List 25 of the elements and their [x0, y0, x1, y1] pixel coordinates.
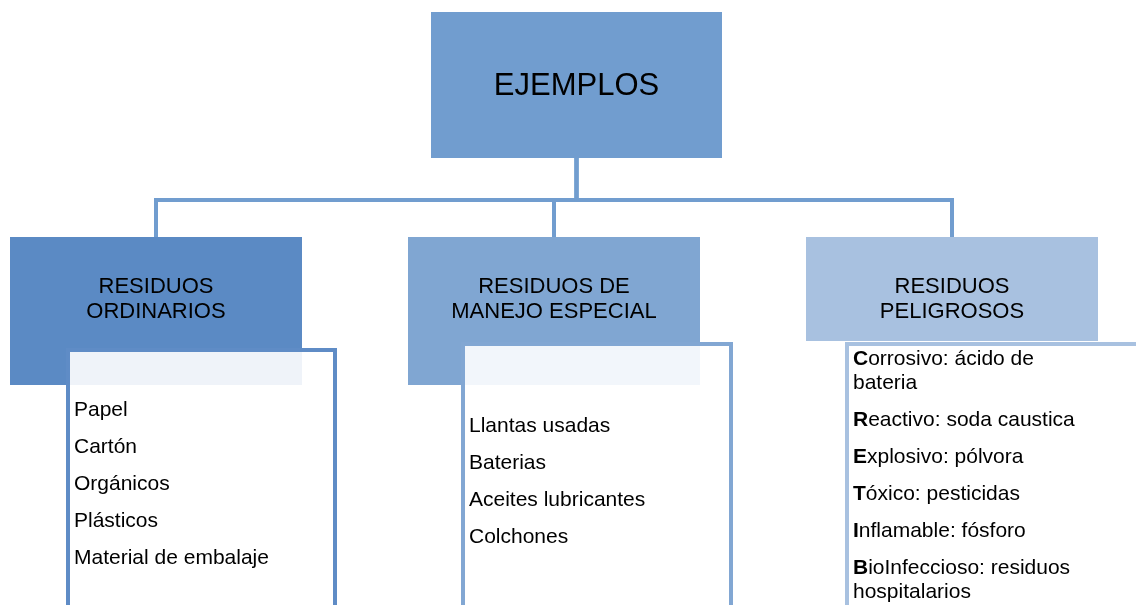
list-item: Material de embalaje: [74, 544, 270, 570]
category-heading: RESIDUOS ORDINARIOS: [85, 273, 227, 323]
connector-line: [574, 158, 954, 237]
list-item: Reactivo: soda caustica: [853, 407, 1076, 431]
list-item: Corrosivo: ácido de bateria: [853, 346, 1035, 394]
list-item: Explosivo: pólvora: [853, 444, 1025, 468]
list-item: Baterias: [469, 449, 548, 475]
list-item: Colchones: [469, 523, 570, 549]
category-heading: RESIDUOS DE MANEJO ESPECIAL: [450, 273, 658, 323]
root-box: [431, 12, 722, 158]
list-box: [845, 342, 1136, 605]
box-heading: EJEMPLOS: [493, 65, 660, 104]
list-item: Papel: [74, 396, 129, 422]
list-item: Orgánicos: [74, 470, 171, 496]
list-item: Tóxico: pesticidas: [853, 481, 1021, 505]
list-item: Llantas usadas: [469, 412, 612, 438]
list-box: [66, 348, 337, 605]
category-heading: RESIDUOS PELIGROSOS: [878, 273, 1026, 323]
category-box: [806, 237, 1098, 341]
list-box: [461, 342, 733, 605]
list-item: BioInfeccioso: residuos hospitalarios: [853, 555, 1072, 603]
list-item: Cartón: [74, 433, 139, 459]
list-item: Aceites lubricantes: [469, 486, 647, 512]
list-item: Plásticos: [74, 507, 160, 533]
list-item: Inflamable: fósforo: [853, 518, 1027, 542]
